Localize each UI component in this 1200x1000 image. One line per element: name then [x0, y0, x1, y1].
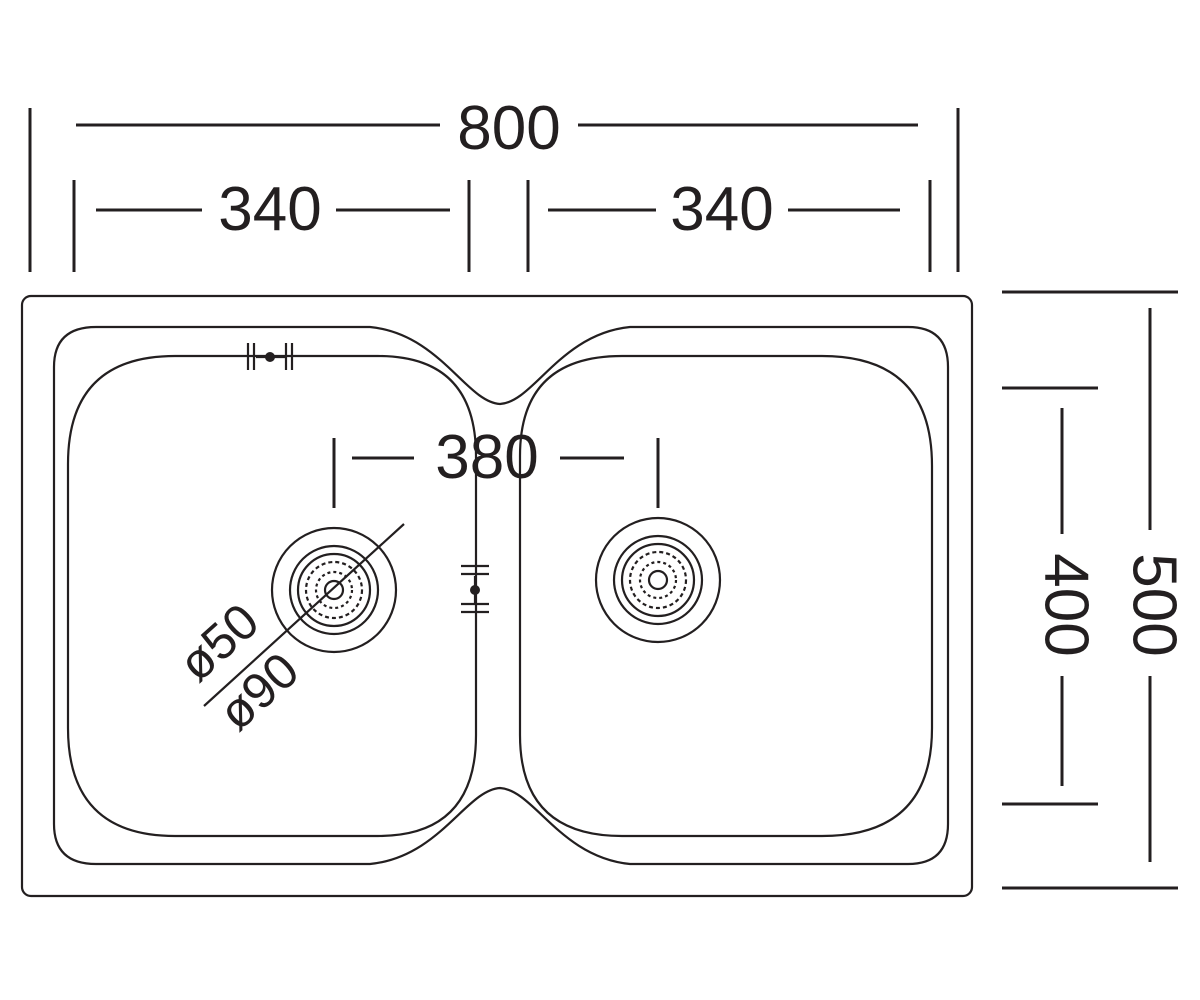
dimension-500-label: 500: [1120, 553, 1189, 656]
left-drain: [270, 526, 398, 654]
overflow-marker-top: [246, 343, 294, 370]
dimension-bowl-widths: 340 340: [72, 175, 932, 272]
dimension-400-label: 400: [1032, 553, 1101, 656]
sink-rim: [52, 325, 950, 866]
dimension-340-right-label: 340: [670, 175, 773, 244]
dimension-drain-spacing: 380: [332, 423, 660, 508]
right-bowl: [518, 354, 934, 838]
drain-diameter-callout: ø50 ø90: [168, 523, 405, 741]
dimension-800-label: 800: [457, 94, 560, 163]
dimension-total-width: 800: [28, 94, 960, 272]
dimension-340-left-label: 340: [218, 175, 321, 244]
dimension-depths: 400 500: [1002, 290, 1189, 890]
left-bowl: [66, 354, 478, 838]
dimension-380-label: 380: [435, 423, 538, 492]
right-drain: [594, 516, 722, 644]
sink-outer-edge: [20, 294, 974, 898]
overflow-marker-middle: [461, 564, 489, 614]
